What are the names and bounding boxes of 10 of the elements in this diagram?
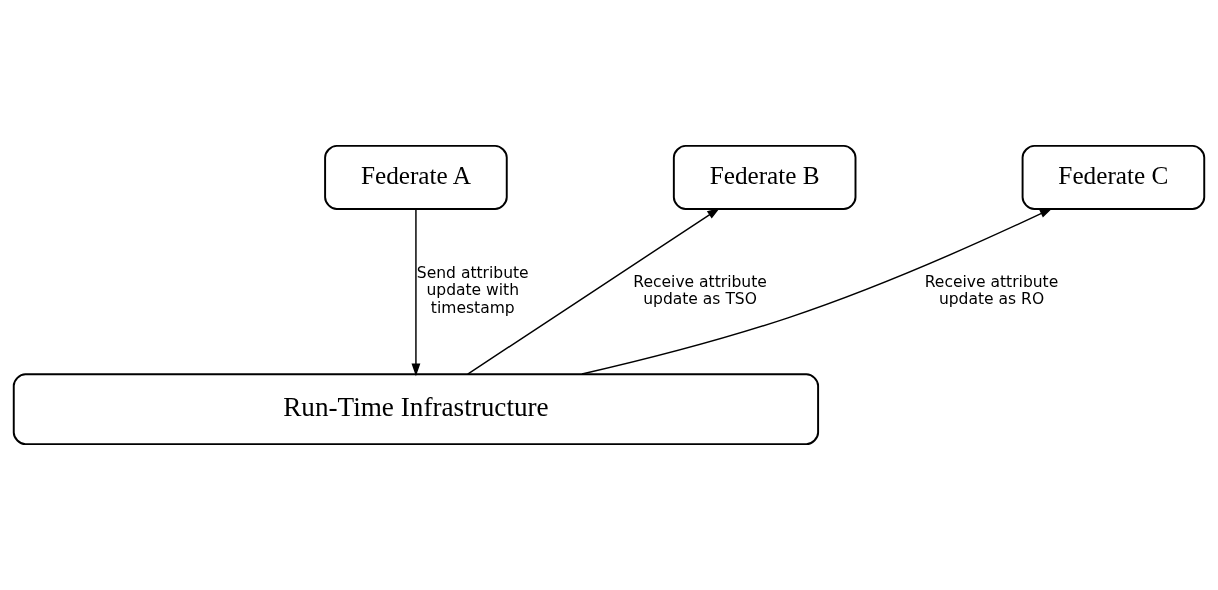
arrow	[581, 208, 1053, 375]
node-box: Federate C	[1021, 144, 1206, 210]
edge-label: Receive attribute update as RO	[924, 272, 1059, 309]
arrow	[467, 207, 720, 375]
arrow	[411, 208, 421, 377]
edge-label: Receive attribute update as TSO	[633, 272, 767, 309]
node-box: Federate B	[672, 144, 857, 210]
node-box: Federate A	[324, 144, 508, 210]
edge-label: Send attribute update with timestamp	[416, 263, 529, 317]
node-box: Run-Time Infrastructure	[12, 373, 820, 446]
